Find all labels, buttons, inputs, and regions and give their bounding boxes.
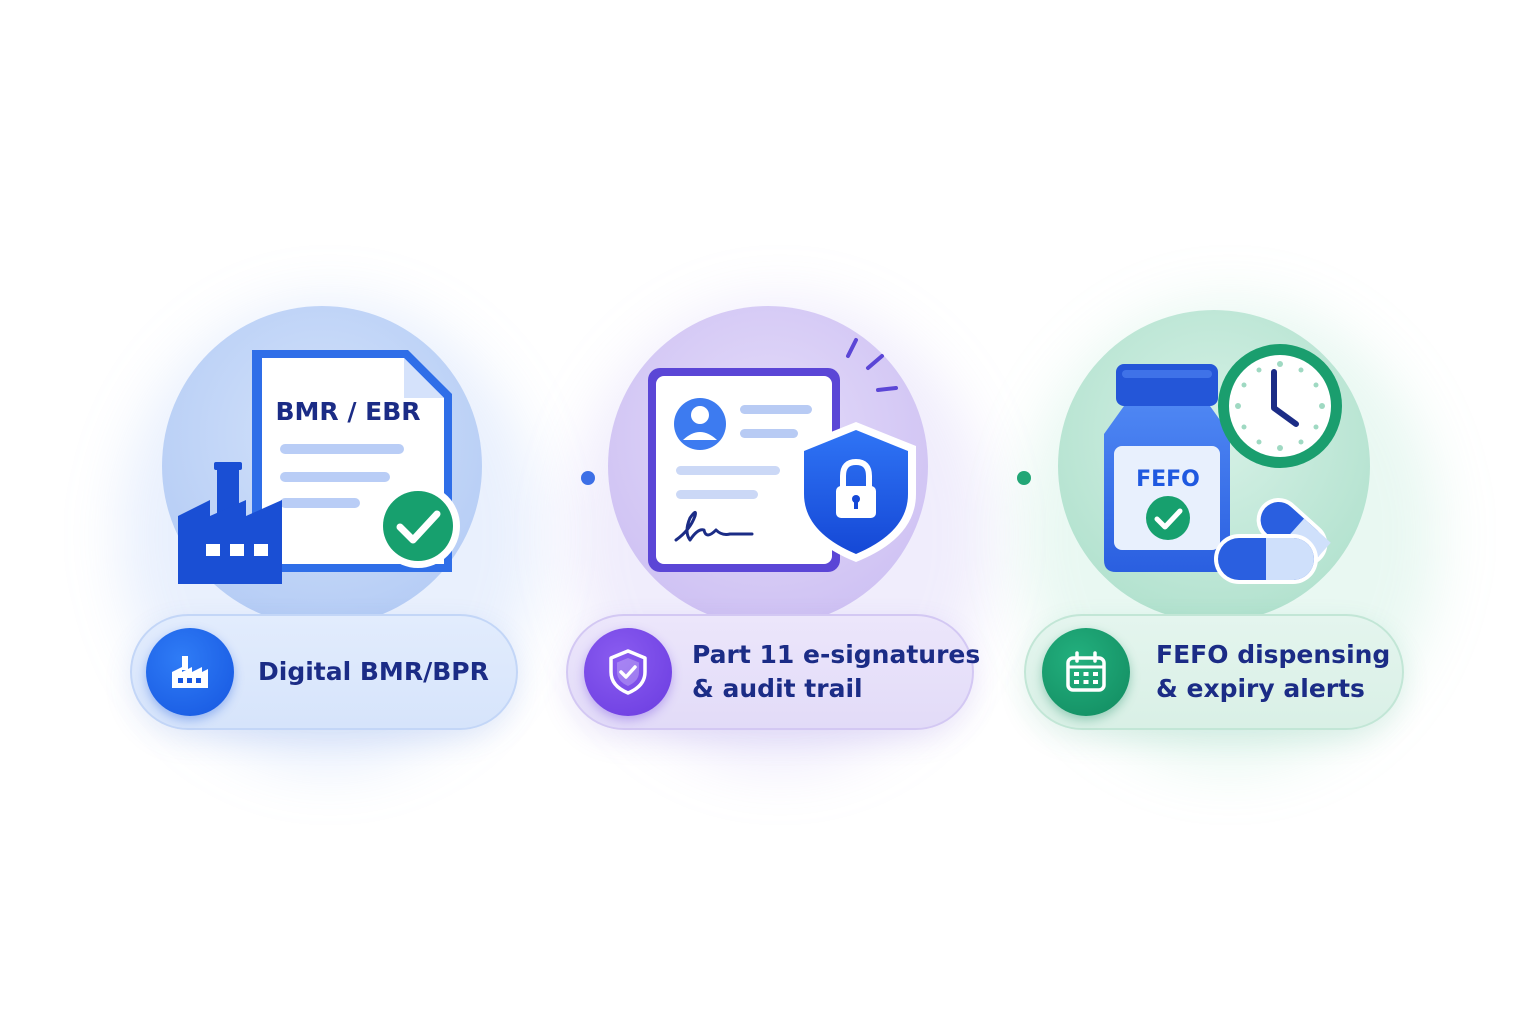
medicine-bottle-icon [1104,364,1230,572]
check-circle-icon [376,484,460,568]
connector-2 [936,471,1031,485]
step-2-caption-pill: Part 11 e-signatures & audit trail [566,614,980,730]
capsule-icon [1214,497,1331,584]
caption-line: & audit trail [692,674,863,703]
connector-1 [496,471,595,485]
step-1-caption: Digital BMR/BPR [258,655,489,689]
factory-icon [178,462,282,584]
bottle-label: FEFO [1136,467,1200,492]
step-3-caption-pill: FEFO dispensing & expiry alerts [1024,614,1404,730]
caption-line: & expiry alerts [1156,674,1365,703]
caption-line: Digital BMR/BPR [258,657,489,686]
caption-line: FEFO dispensing [1156,640,1391,669]
signed-document-icon [648,368,840,572]
clock-icon [1218,344,1342,468]
step-1-caption-pill: Digital BMR/BPR [130,614,518,730]
shield-check-icon [584,628,672,716]
sparkle-icon [846,338,898,392]
step-3-caption: FEFO dispensing & expiry alerts [1156,638,1390,706]
caption-line: Part 11 e-signatures [692,640,981,669]
doc-label: BMR / EBR [275,397,420,426]
lock-shield-icon [796,422,916,562]
calendar-icon [1042,628,1130,716]
factory-badge-icon [146,628,234,716]
step-2-caption: Part 11 e-signatures & audit trail [692,638,980,706]
